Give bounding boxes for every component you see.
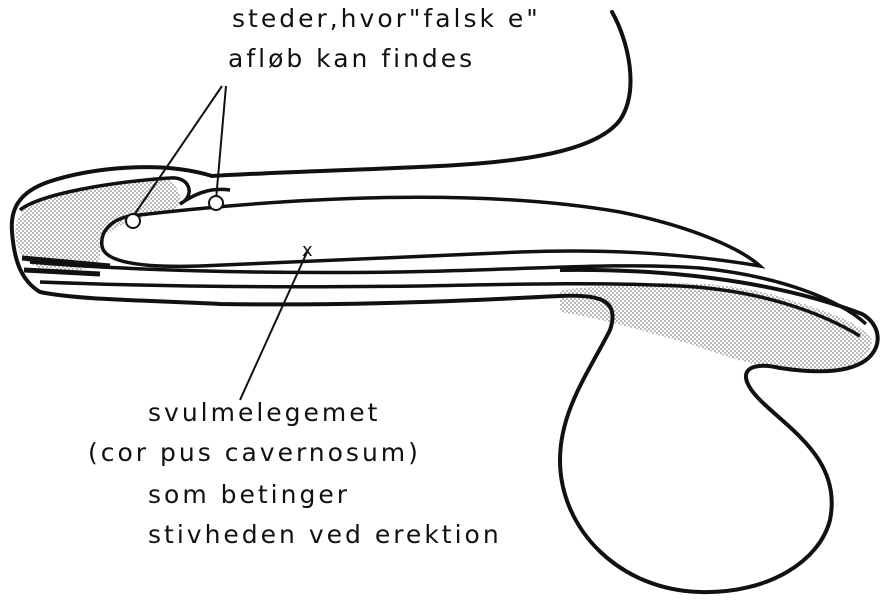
corpus-label-line1: svulmelegemet (148, 398, 380, 427)
false-duct-label-line1: steder,hvor"falsk e" (232, 4, 541, 33)
false-duct-label-line2: afløb kan findes (228, 44, 475, 73)
pointer-line-right (216, 86, 226, 200)
corpus-cavernosum-marker: x (302, 240, 313, 261)
false-duct-marker-left (126, 214, 140, 228)
false-duct-marker-right (209, 196, 223, 210)
corpus-label-line4: stivheden ved erektion (148, 520, 502, 549)
corpus-label-line2: (cor pus cavernosum) (88, 438, 421, 467)
urethral-shading (560, 283, 872, 372)
corpus-cavernosum-contour (102, 197, 760, 266)
corpus-label-line3: som betinger (148, 480, 350, 509)
abdominal-wall-line (212, 12, 630, 176)
